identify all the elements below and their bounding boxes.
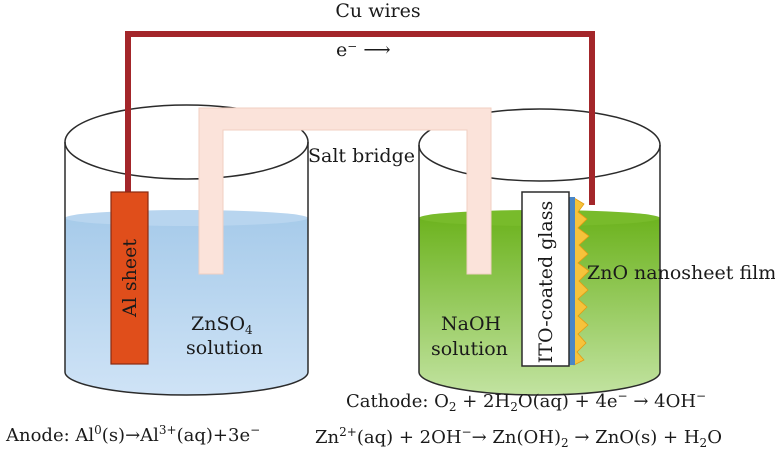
cu-wire <box>125 31 595 205</box>
naoh-solution-label: solution <box>431 338 508 360</box>
cu-wires-label: Cu wires <box>335 0 420 22</box>
cathode-equation: Cathode: O2 + 2H2O(aq) + 4e− → 4OH− <box>346 389 706 414</box>
ito-electrode: ITO-coated glass <box>521 191 590 367</box>
right-beaker-walls <box>418 145 661 396</box>
al-sheet-label: Al sheet <box>119 239 141 318</box>
naoh-label: NaOH <box>441 313 501 335</box>
znso4-label: ZnSO4 <box>191 313 253 337</box>
zno-film-label: ZnO nanosheet film <box>587 262 775 284</box>
electron-flow-label: e⁻ ⟶ <box>336 39 391 61</box>
znso4-solution-label: solution <box>186 337 263 359</box>
al-sheet-electrode <box>110 191 149 365</box>
salt-bridge-label: Salt bridge <box>308 145 415 167</box>
znso4-solution-fill <box>65 218 308 396</box>
left-beaker-walls <box>64 142 309 396</box>
ito-glass-plate <box>521 191 570 367</box>
zno-nanosheet-film <box>573 197 590 366</box>
ito-conductive-layer <box>568 197 575 365</box>
ito-glass-label: ITO-coated glass <box>535 201 557 363</box>
zno-formation-equation: Zn2+(aq) + 2OH−→ Zn(OH)2 → ZnO(s) + H2O <box>315 425 722 450</box>
salt-bridge <box>198 107 492 275</box>
left-solution-surface <box>65 210 308 226</box>
anode-equation: Anode: Al0(s)→Al3+(aq)+3e− <box>5 423 260 446</box>
